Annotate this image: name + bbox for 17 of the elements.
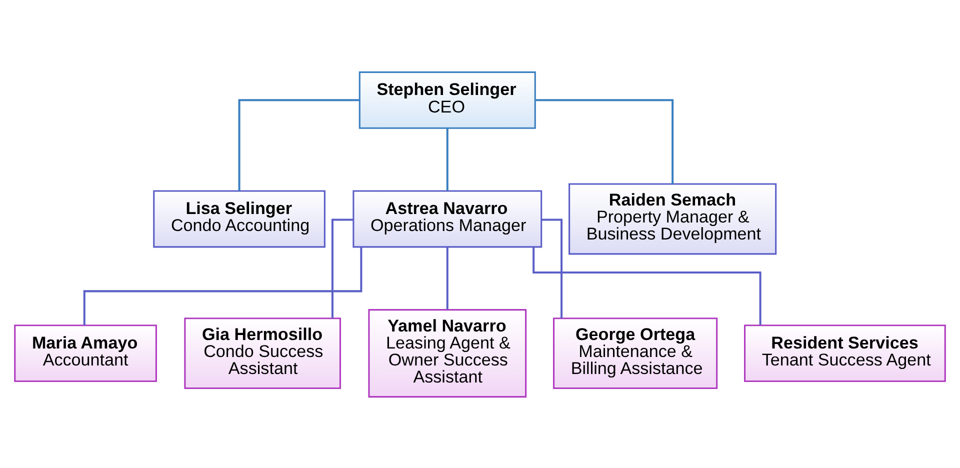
- node-box: Gia Hermosillo Condo Success Assistant: [184, 317, 341, 389]
- connector: [532, 246, 762, 325]
- connector: [83, 246, 362, 325]
- node-box: Lisa Selinger Condo Accounting: [153, 190, 326, 248]
- connector: [331, 218, 353, 318]
- node-box: Resident Services Tenant Success Agent: [744, 324, 946, 382]
- node-box: Astrea Navarro Operations Manager: [352, 190, 542, 248]
- connector: [238, 98, 360, 190]
- node-box: Yamel Navarro Leasing Agent & Owner Success Assistant: [368, 308, 527, 398]
- connector: [446, 128, 448, 190]
- node-box: Stephen Selinger CEO: [358, 70, 536, 128]
- connector: [446, 246, 448, 309]
- node-box: Raiden Semach Property Manager & Business Development: [568, 182, 777, 254]
- connector: [536, 98, 674, 184]
- node-box: George Ortega Maintenance & Billing Assistance: [552, 317, 718, 389]
- node-box: Maria Amayo Accountant: [14, 324, 157, 382]
- connector: [542, 218, 563, 318]
